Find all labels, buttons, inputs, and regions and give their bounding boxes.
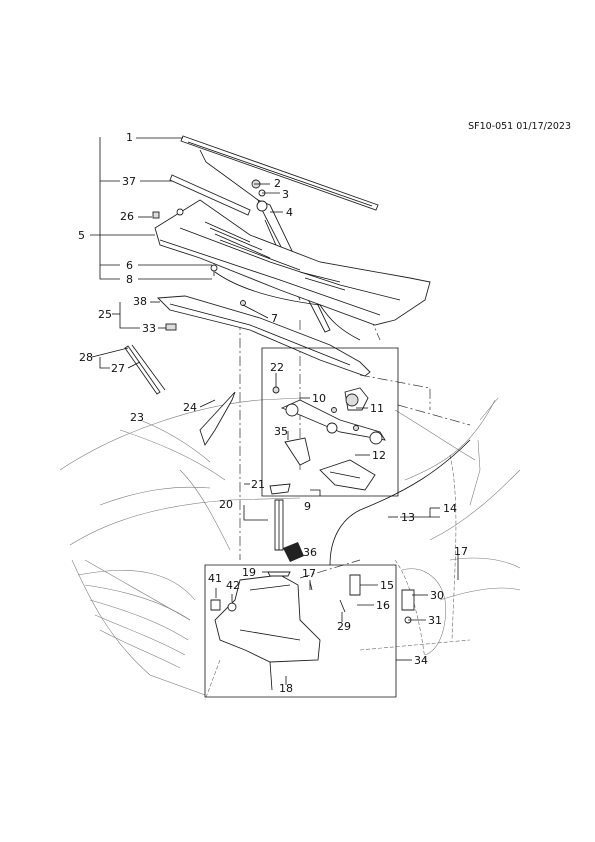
callout-31: 31 (428, 614, 442, 627)
callout-35: 35 (274, 425, 288, 438)
washer-hose (214, 271, 471, 566)
callout-labels: 1 37 2 3 4 26 5 6 8 38 25 33 7 28 27 23 … (78, 131, 468, 695)
callout-19: 19 (242, 566, 256, 579)
callout-25: 25 (98, 308, 112, 321)
callout-9: 9 (304, 500, 311, 513)
callout-13: 13 (401, 511, 415, 524)
front-arrow (283, 542, 304, 562)
callout-24: 24 (183, 401, 197, 414)
callout-27: 27 (111, 362, 125, 375)
callout-30: 30 (430, 589, 444, 602)
callout-7: 7 (271, 312, 278, 325)
callout-42: 42 (226, 579, 240, 592)
wiper-arm-left (169, 149, 259, 216)
callout-3: 3 (282, 188, 289, 201)
wiper-motor-linkage-box (261, 347, 399, 497)
callout-8: 8 (126, 273, 133, 286)
callout-20: 20 (219, 498, 233, 511)
callout-28: 28 (79, 351, 93, 364)
wiper-blade (180, 135, 379, 211)
callout-17-inner: 17 (302, 567, 316, 580)
callout-16: 16 (376, 599, 390, 612)
washer-neck (269, 483, 291, 551)
callout-23: 23 (130, 411, 144, 424)
callout-36: 36 (303, 546, 317, 559)
callout-29: 29 (337, 620, 351, 633)
cowl-panel (154, 199, 431, 326)
callout-33: 33 (142, 322, 156, 335)
leader-lines (90, 137, 459, 685)
callout-6: 6 (126, 259, 133, 272)
callout-22: 22 (270, 361, 284, 374)
nut-washer (251, 179, 266, 197)
callout-37: 37 (122, 175, 136, 188)
rear-wiper-blade (124, 344, 166, 395)
reference-lines (239, 299, 471, 579)
clip-33 (165, 323, 177, 331)
callout-4: 4 (286, 206, 293, 219)
callout-34: 34 (414, 654, 428, 667)
callout-5: 5 (78, 229, 85, 242)
callout-21: 21 (251, 478, 265, 491)
callout-15: 15 (380, 579, 394, 592)
callout-12: 12 (372, 449, 386, 462)
clip-7 (240, 300, 246, 306)
callout-1: 1 (126, 131, 133, 144)
callout-41: 41 (208, 572, 222, 585)
screw-26 (152, 211, 160, 219)
callout-11: 11 (370, 402, 384, 415)
callout-38: 38 (133, 295, 147, 308)
document-id: SF10-051 01/17/2023 (468, 121, 571, 132)
callout-14: 14 (443, 502, 457, 515)
callout-26: 26 (120, 210, 134, 223)
callout-17-outer: 17 (454, 545, 468, 558)
clip-6-8 (210, 264, 218, 276)
weatherstrip (156, 295, 371, 377)
callout-2: 2 (274, 177, 281, 190)
reservoir-box (204, 564, 415, 698)
cowl-trim-24 (199, 391, 236, 447)
callout-18: 18 (279, 682, 293, 695)
callout-10: 10 (312, 392, 326, 405)
